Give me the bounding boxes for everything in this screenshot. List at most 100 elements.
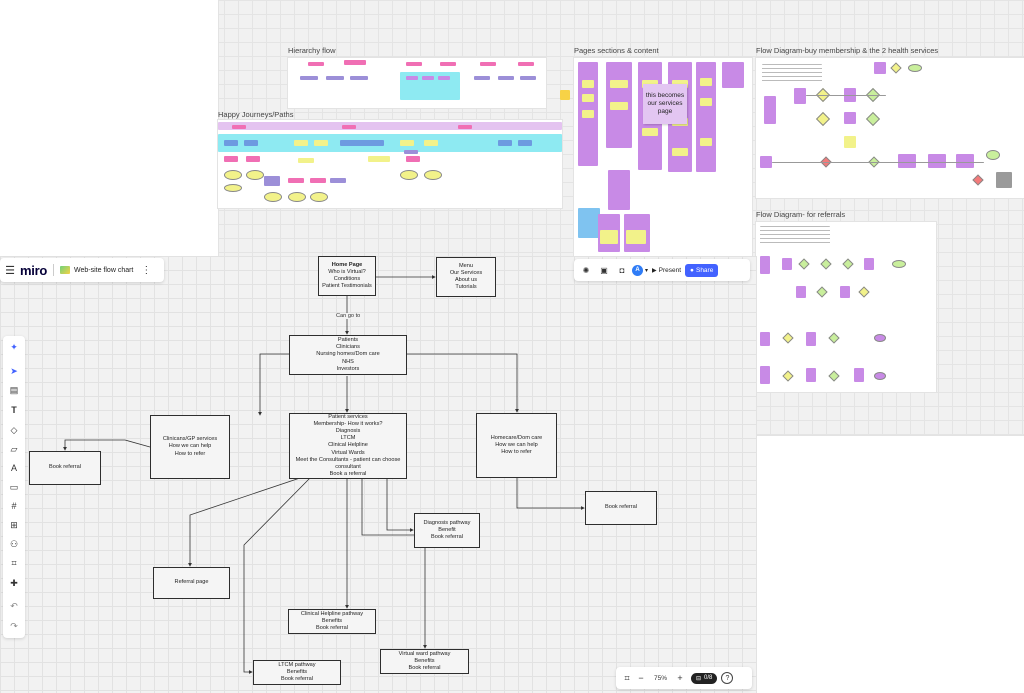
zoom-out-button[interactable]: − — [634, 671, 648, 685]
sticky — [996, 172, 1012, 188]
chevron-down-icon[interactable]: ▾ — [645, 267, 649, 274]
frames-icon: ⊟ — [696, 675, 702, 682]
homecare-node[interactable]: Homecare/Dom care How we can help How to… — [476, 413, 557, 478]
shapes-tool-button[interactable]: ◇ — [10, 424, 18, 435]
text-tool-button[interactable]: T — [11, 405, 17, 415]
select-tool-button[interactable]: ➤ — [10, 365, 18, 376]
patient-line: Diagnosis — [335, 428, 361, 434]
sticky — [854, 368, 864, 382]
avatar[interactable]: A — [632, 264, 643, 276]
diagram-button[interactable]: ⌗ — [11, 557, 17, 568]
frames-count: 0/8 — [704, 675, 713, 681]
flow-referrals-frame[interactable] — [756, 222, 936, 392]
sticky — [340, 140, 384, 146]
ellipse — [224, 170, 242, 180]
home-page-node[interactable]: Home Page Who is Virtual? Conditions Pat… — [318, 256, 376, 296]
sticky — [794, 88, 806, 104]
happy-frame[interactable] — [218, 120, 562, 208]
flow-membership-frame[interactable] — [756, 58, 1024, 198]
sticky-note-services-page[interactable]: this becomes our services page — [643, 84, 687, 124]
templates-button[interactable]: ▤ — [9, 384, 19, 395]
virtual-line: Book referral — [408, 665, 441, 672]
ltcm-line: Book referral — [280, 676, 314, 683]
referral-page-node[interactable]: Referral page — [153, 567, 230, 599]
sticky — [300, 76, 318, 80]
sticky — [578, 208, 600, 238]
upload-button[interactable]: ⊞ — [10, 519, 18, 530]
zoom-in-button[interactable]: + — [673, 671, 687, 685]
sticky — [760, 332, 770, 346]
hierarchy-frame-title: Hierarchy flow — [288, 46, 336, 55]
sticky — [844, 112, 856, 124]
happy-frame-title: Happy Journeys/Paths — [218, 110, 294, 119]
screen-share-button[interactable]: ▣ — [596, 262, 612, 278]
line — [772, 162, 984, 163]
present-button[interactable]: ▶ Present — [652, 267, 681, 274]
ellipse — [424, 170, 442, 180]
undo-button[interactable]: ↶ — [10, 600, 18, 611]
clinical-helpline-node[interactable]: Clinical Helpline pathway Benefits Book … — [288, 609, 376, 634]
sticky — [600, 230, 618, 244]
board-name[interactable]: Web-site flow chart — [73, 266, 134, 274]
pen-tool-button[interactable]: A — [10, 463, 17, 473]
frame-tool-button[interactable]: # — [11, 501, 17, 511]
band — [218, 122, 562, 130]
sticky — [244, 140, 258, 146]
book-referral-right-node[interactable]: Book referral — [585, 491, 657, 525]
sticky — [314, 140, 328, 146]
sticky — [438, 76, 450, 80]
audience-line: NHS — [342, 358, 354, 365]
comment-tool-button[interactable]: ▭ — [9, 481, 19, 492]
menu-line: Tutorials — [455, 284, 477, 291]
zoom-level[interactable]: 75% — [654, 674, 668, 682]
diagnosis-pathway-node[interactable]: Diagnosis pathway Benefit Book referral — [414, 513, 480, 548]
clinicians-node[interactable]: Clinicans/GP services How we can help Ho… — [150, 415, 230, 479]
video-call-button[interactable]: ◘ — [614, 262, 630, 278]
help-button[interactable]: ? — [721, 672, 734, 684]
share-label: Share — [695, 266, 714, 274]
sticky — [782, 258, 792, 270]
reactions-button[interactable]: ✺ — [578, 262, 594, 278]
zoom-toolbar: ⌗ − 75% + ⊟ 0/8 ? — [616, 667, 752, 689]
clinicians-line: How to refer — [174, 450, 206, 457]
redo-button[interactable]: ↷ — [10, 620, 18, 631]
home-page-line: Who is Virtual? — [328, 268, 366, 275]
mind-map-button[interactable]: ⚇ — [9, 538, 19, 549]
main-menu-button[interactable]: ☰ — [0, 258, 20, 282]
patient-line: Patient services — [328, 413, 368, 420]
connector-patients-diagnosis — [386, 478, 414, 532]
share-button[interactable]: ● Share — [685, 263, 719, 277]
sticky — [700, 138, 712, 146]
menu-node[interactable]: Menu Our Services About us Tutorials — [436, 257, 496, 297]
miro-logo[interactable]: miro — [20, 262, 47, 278]
patient-services-node[interactable]: Patient services Membership- How it work… — [289, 413, 407, 479]
sticky — [298, 158, 314, 163]
sticky — [326, 76, 344, 80]
ltcm-pathway-node[interactable]: LTCM pathway Benefits Book referral — [253, 660, 341, 685]
virtual-ward-node[interactable]: Virtual ward pathway Benefits Book refer… — [380, 649, 469, 674]
ellipse — [288, 192, 306, 202]
sticky — [404, 150, 418, 154]
hierarchy-frame[interactable] — [288, 58, 546, 108]
patient-line: Membership- How it works? — [313, 420, 383, 427]
connector-patients-referral — [188, 477, 301, 567]
audiences-node[interactable]: Patients Clinicians Nursing homes/Dom ca… — [289, 335, 407, 375]
connector-audiences-clinicians — [258, 353, 289, 416]
sticky — [796, 286, 806, 298]
ai-sparkle-button[interactable]: ✦ — [10, 341, 18, 352]
add-more-button[interactable]: ✚ — [10, 577, 18, 588]
frames-counter-button[interactable]: ⊟ 0/8 — [691, 672, 718, 684]
sticky — [294, 140, 308, 146]
divider — [52, 264, 54, 276]
can-go-to-label: Can go to — [334, 313, 363, 319]
pages-frame[interactable] — [574, 58, 752, 256]
book-referral-left-node[interactable]: Book referral — [29, 451, 101, 485]
more-options-button[interactable]: ⋮ — [141, 264, 152, 276]
sticky — [874, 62, 886, 74]
fit-to-screen-button[interactable]: ⌗ — [620, 671, 634, 685]
audience-line: Investors — [336, 365, 360, 372]
sticky-note-tool-button[interactable]: ▱ — [10, 443, 18, 454]
sticky — [458, 125, 472, 129]
sticky — [498, 76, 514, 80]
minus-icon: − — [638, 673, 644, 683]
